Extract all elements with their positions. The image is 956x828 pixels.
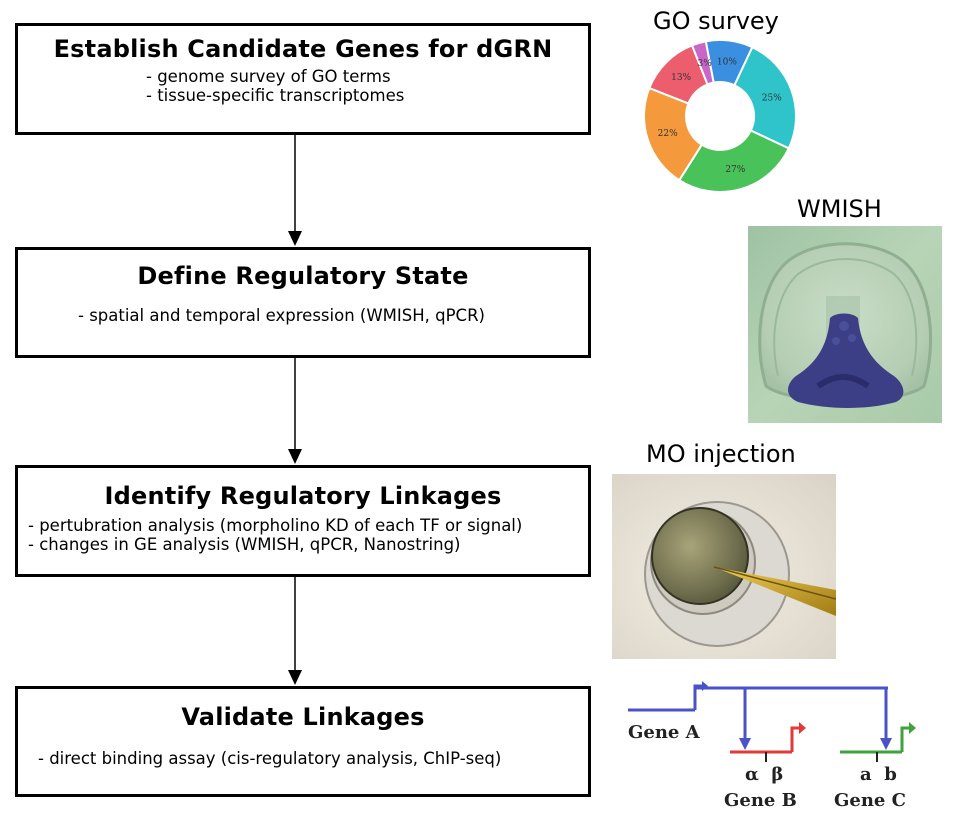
arrow-3-head [288, 670, 302, 685]
step-line: - changes in GE analysis (WMISH, qPCR, N… [28, 535, 461, 554]
step-box-establish: Establish Candidate Genes for dGRN - gen… [15, 23, 591, 135]
gene-b-label: Gene B [724, 790, 797, 811]
mo-injection-caption: MO injection [646, 440, 796, 468]
donut-slice [677, 129, 791, 193]
arrow-1-head [288, 231, 302, 246]
step-line: - genome survey of GO terms [146, 67, 391, 86]
gene-c-promoter [900, 726, 910, 752]
go-survey-caption: GO survey [653, 7, 779, 35]
step-title: Identify Regulatory Linkages [104, 482, 502, 510]
donut-slice-label: 27% [725, 165, 745, 175]
gene-b-promoter-head [799, 722, 806, 734]
step-box-regulatory-state: Define Regulatory State - spatial and te… [15, 247, 591, 358]
mo-injection-image [612, 474, 836, 659]
step-box-linkages: Identify Regulatory Linkages - pertubrat… [15, 465, 591, 577]
donut-slice [643, 86, 704, 182]
link-to-gene-c-head [880, 738, 892, 750]
step-box-validate: Validate Linkages - direct binding assay… [15, 686, 591, 797]
step-line: - tissue-specific transcriptomes [146, 86, 405, 105]
wmish-embryo-image [748, 226, 942, 423]
gene-a-promoter [693, 684, 702, 710]
step-line: - direct binding assay (cis-regulatory a… [38, 749, 502, 768]
gene-b-promoter [790, 726, 800, 752]
donut-slice-label: 25% [762, 93, 782, 103]
donut-slice-label: 22% [658, 129, 678, 139]
gene-c-promoter-head [909, 722, 916, 734]
wmish-caption: WMISH [797, 195, 882, 223]
step-title: Validate Linkages [181, 703, 425, 731]
gene-network-diagram: Gene A α β Gene B a b Gene C [628, 681, 916, 811]
donut-slice [690, 40, 715, 86]
arrow-2-head [288, 449, 302, 464]
donut-slice-label: 10% [717, 57, 737, 67]
gene-c-sites-label: a b [860, 764, 897, 785]
donut-slice [733, 45, 797, 150]
step-title: Establish Candidate Genes for dGRN [53, 35, 553, 63]
gene-a-label: Gene A [628, 722, 701, 743]
step-title: Define Regulatory State [137, 262, 469, 290]
gene-b-sites-label: α β [745, 764, 783, 785]
go-survey-donut-chart: 10% 25% 27% 22% 13% 3% [643, 39, 797, 193]
link-to-gene-b-head [739, 738, 751, 750]
step-line: - spatial and temporal expression (WMISH… [78, 306, 485, 325]
gene-c-label: Gene C [834, 790, 906, 811]
step-line: - pertubration analysis (morpholino KD o… [28, 516, 523, 535]
donut-slice-label: 3% [698, 59, 713, 69]
donut-slice-label: 13% [671, 73, 691, 83]
